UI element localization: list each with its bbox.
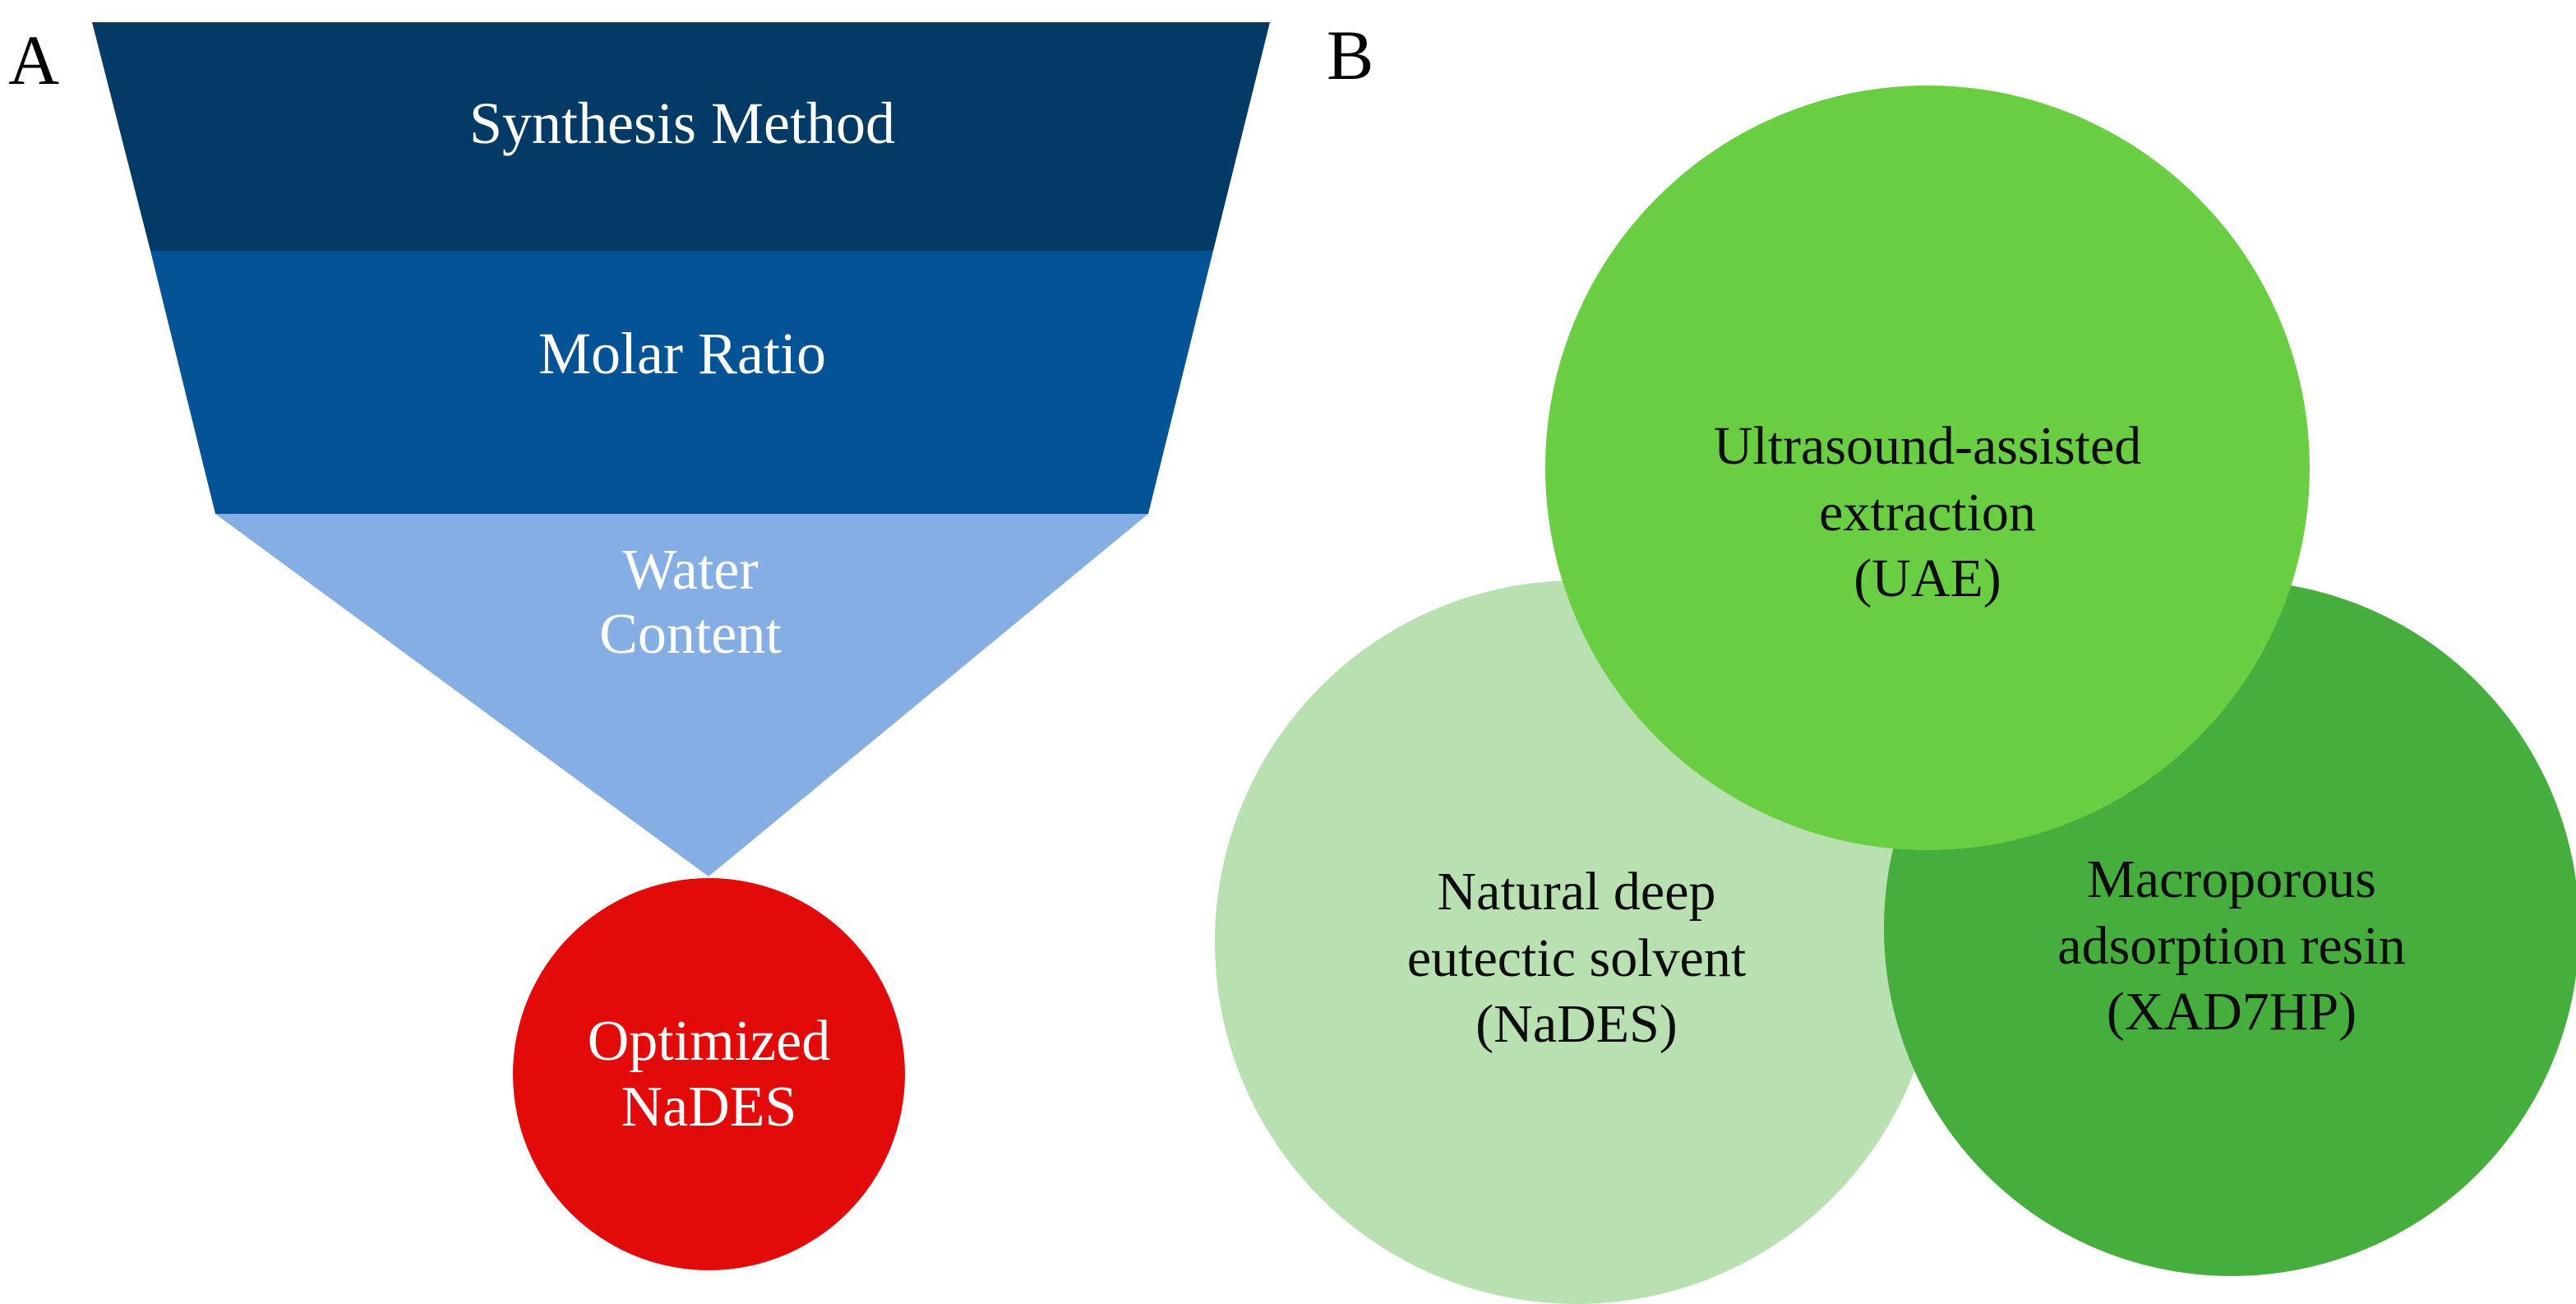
venn-label-ultrasound-assisted-extraction: Ultrasound-assisted extraction (UAE): [1713, 416, 2142, 609]
funnel-shape: [92, 22, 1270, 876]
panel-a-label: A: [8, 21, 60, 99]
funnel-band-molar-ratio: [150, 251, 1213, 514]
funnel-band-water-content: [215, 514, 1148, 876]
panel-b-label: B: [1327, 16, 1374, 95]
funnel-label-water-content: Water Content: [599, 539, 782, 667]
venn-circle-ultrasound-assisted-extraction: Ultrasound-assisted extraction (UAE): [1545, 86, 2310, 850]
funnel-label-synthesis-method: Synthesis Method: [469, 90, 896, 156]
optimized-nades-circle: Optimized NaDES: [513, 878, 905, 1270]
venn-label-natural-deep-eutectic-solvent: Natural deep eutectic solvent (NaDES): [1406, 862, 1747, 1055]
venn-label-macroporous-adsorption-resin: Macroporous adsorption resin (XAD7HP): [2057, 849, 2406, 1043]
optimized-nades-label: Optimized NaDES: [587, 1009, 831, 1139]
funnel-label-molar-ratio: Molar Ratio: [538, 321, 826, 386]
funnel-band-synthesis-method: [92, 22, 1270, 251]
